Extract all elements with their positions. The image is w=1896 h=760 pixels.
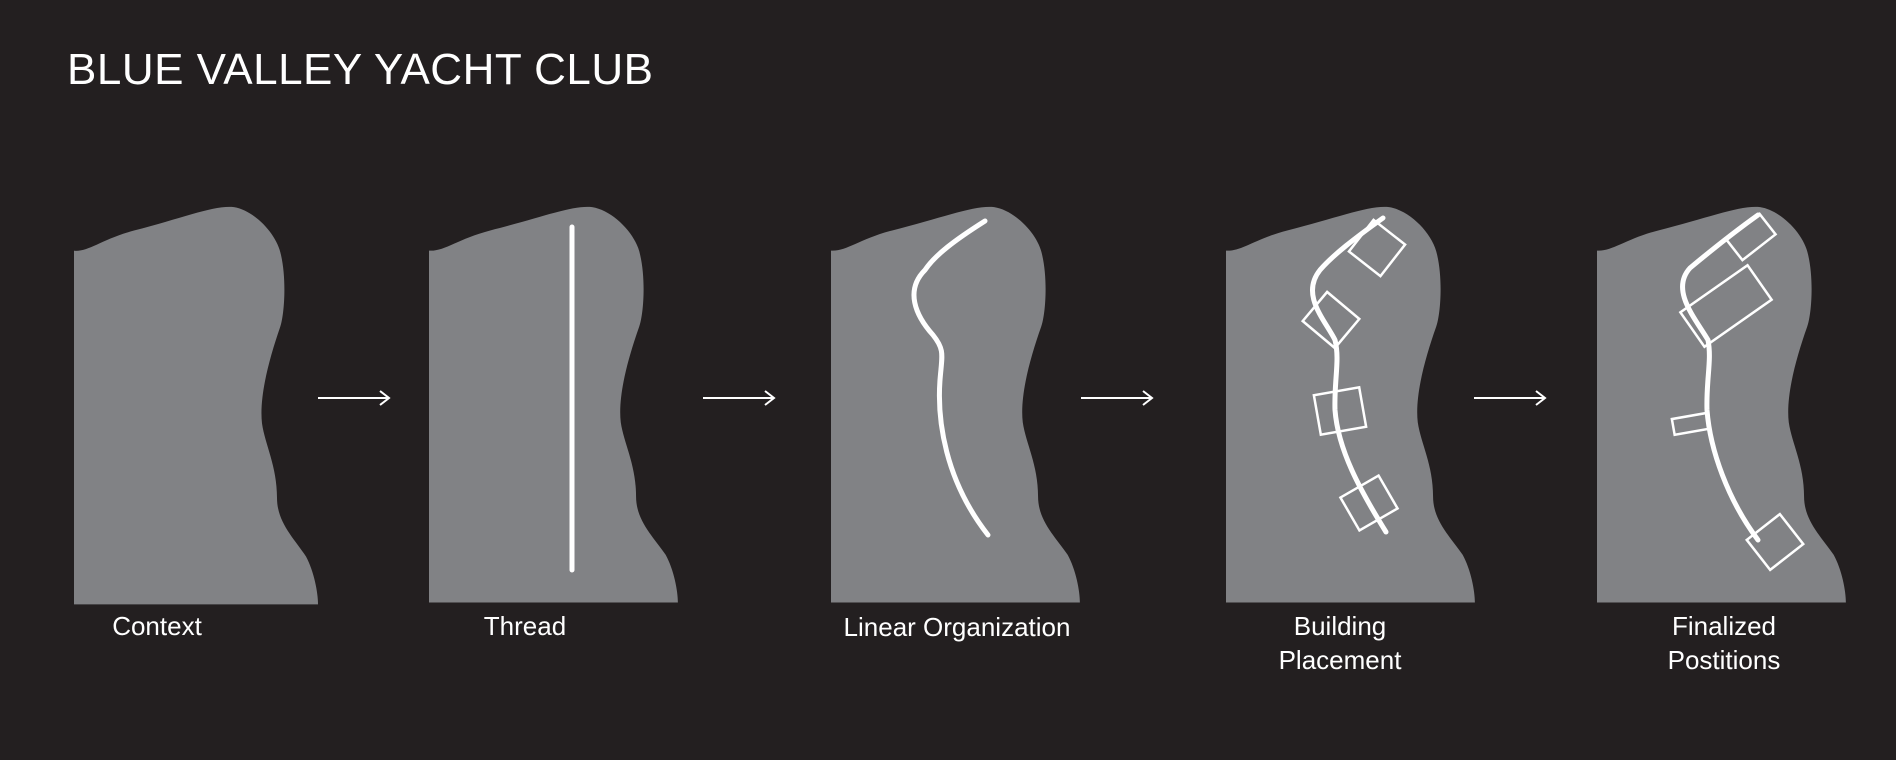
building-block (1300, 290, 1362, 350)
step-finalized-positions (1597, 206, 1846, 603)
site-shape (1597, 206, 1846, 603)
building-block (1338, 473, 1400, 533)
step-label: Postitions (1668, 645, 1781, 675)
step-context (74, 206, 318, 605)
arrow-icon (703, 390, 776, 406)
site-shape (831, 206, 1080, 603)
step-label: Placement (1279, 645, 1403, 675)
building-block (1678, 263, 1774, 349)
step-label: Thread (484, 611, 566, 641)
step-building-placement (1226, 206, 1475, 603)
arrow-icon (1474, 390, 1547, 406)
building-block (1744, 512, 1806, 572)
step-thread (429, 206, 678, 603)
building-block (1347, 218, 1407, 278)
thread-line (1680, 212, 1761, 543)
step-label: Building (1294, 611, 1387, 641)
building-block (1312, 385, 1368, 437)
site-shape (74, 206, 318, 605)
thread-line (1310, 215, 1389, 535)
thread-line (911, 218, 991, 538)
site-shape (429, 206, 678, 603)
step-label: Linear Organization (844, 612, 1071, 642)
building-block (1724, 212, 1778, 262)
step-linear-organization (831, 206, 1080, 603)
arrow-icon (318, 390, 391, 406)
building-block (1670, 411, 1711, 437)
site-shape (1226, 206, 1475, 603)
page-title: BLUE VALLEY YACHT CLUB (67, 45, 654, 94)
step-label: Context (112, 611, 202, 641)
arrow-icon (1081, 390, 1154, 406)
step-label: Finalized (1672, 611, 1776, 641)
